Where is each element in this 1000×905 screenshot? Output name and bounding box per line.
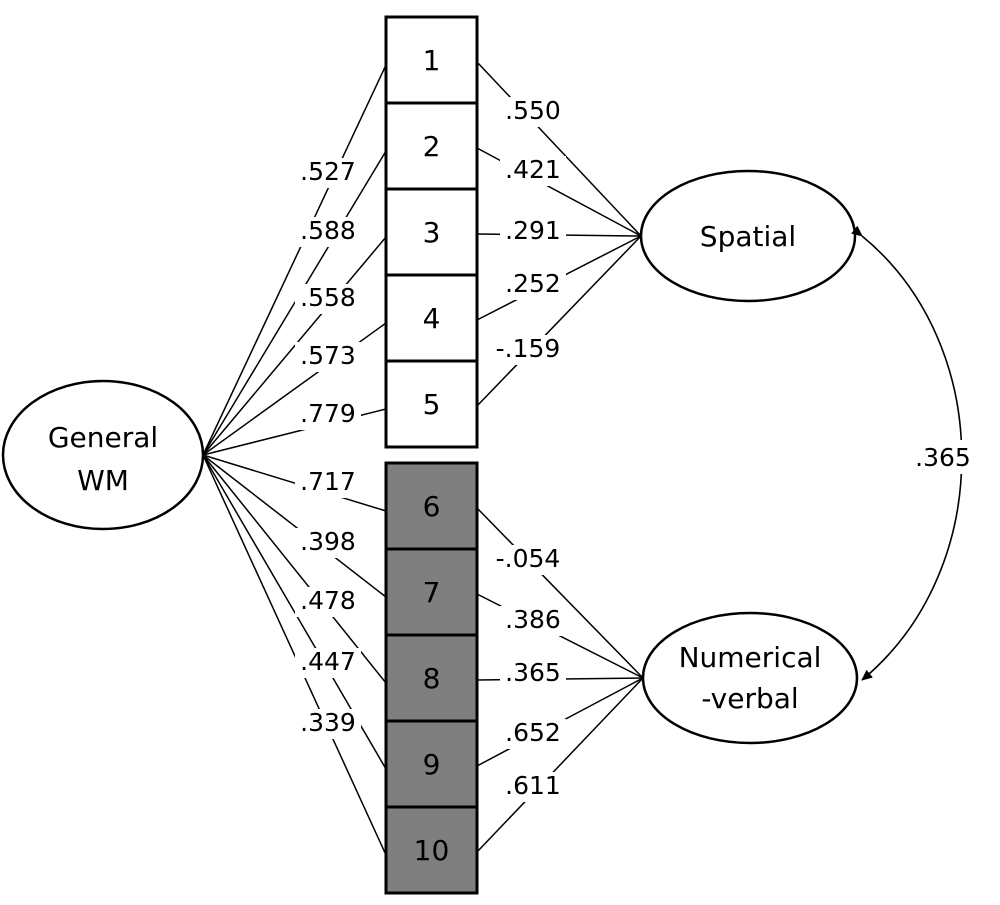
general-loading-bg-4 [295, 342, 361, 372]
general-path-1 [202, 64, 387, 456]
specific-path-1 [476, 61, 642, 237]
general-loading-2: .588 [300, 216, 356, 245]
specific-loading-bg-5 [489, 335, 567, 365]
latent-numerical-verbal: Numerical -verbal [641, 611, 859, 745]
indicator-boxes: 1 2 3 4 5 6 7 8 9 10 [384, 15, 479, 895]
indicator-label-4: 4 [423, 302, 441, 335]
general-path-8 [202, 454, 387, 684]
general-path-2 [202, 150, 387, 456]
latent-general-wm: General WM [1, 379, 205, 531]
general-loading-1: .527 [300, 157, 356, 186]
specific-loading-4: .252 [505, 269, 561, 298]
indicator-box-9 [384, 719, 479, 809]
general-loading-bg-8 [295, 587, 361, 617]
general-loading-7: .398 [300, 527, 356, 556]
spatial-label: Spatial [700, 220, 796, 253]
specific-loading-3: .291 [505, 216, 561, 245]
general-loading-8: .478 [300, 586, 356, 615]
indicator-label-7: 7 [423, 576, 441, 609]
general-loading-bg-1 [295, 158, 361, 188]
general-loading-bg-6 [295, 468, 361, 498]
factor-correlation: .365 [851, 225, 976, 681]
specific-loading-bg-9 [500, 719, 566, 749]
general-loading-9: .447 [300, 647, 356, 676]
general-path-3 [202, 236, 387, 456]
specific-loading-bg-4 [500, 270, 566, 300]
specific-loading-bg-6 [489, 545, 567, 575]
specific-loading-6: -.054 [496, 544, 561, 573]
numerical-verbal-label-line1: Numerical [679, 641, 822, 674]
general-loading-5: .779 [300, 399, 356, 428]
general-loading-10: .339 [300, 708, 356, 737]
specific-path-6 [476, 507, 644, 679]
specific-loading-9: .652 [505, 718, 561, 747]
indicator-label-9: 9 [423, 748, 441, 781]
indicator-label-8: 8 [423, 662, 441, 695]
general-wm-label-line1: General [48, 421, 158, 454]
general-path-6 [202, 454, 387, 512]
specific-loading-bg-2 [500, 156, 566, 186]
indicator-label-10: 10 [414, 834, 450, 867]
specific-loading-2: .421 [505, 155, 561, 184]
specific-loading-1: .550 [505, 96, 561, 125]
specific-loading-bg-3 [500, 217, 566, 247]
indicator-label-6: 6 [423, 490, 441, 523]
general-wm-label-line2: WM [77, 464, 129, 497]
specific-path-5 [476, 235, 642, 407]
indicator-label-1: 1 [423, 44, 441, 77]
specific-loading-bg-7 [500, 606, 566, 636]
general-path-10 [202, 454, 387, 856]
numerical-verbal-label-line2: -verbal [701, 682, 798, 715]
specific-path-10 [476, 677, 644, 853]
general-loading-4: .573 [300, 341, 356, 370]
general-path-7 [202, 454, 387, 598]
indicator-box-2 [384, 101, 479, 191]
general-loading-6: .717 [300, 467, 356, 496]
general-loading-bg-5 [295, 400, 361, 430]
specific-loading-8: .365 [505, 658, 561, 687]
numerical-verbal-ellipse [641, 611, 859, 745]
indicator-label-5: 5 [423, 388, 441, 421]
specific-loading-bg-1 [500, 97, 566, 127]
indicator-box-10 [384, 805, 479, 895]
indicator-box-8 [384, 633, 479, 723]
general-loading-bg-7 [295, 528, 361, 558]
indicator-label-2: 2 [423, 130, 441, 163]
correlation-label-bg [910, 440, 976, 474]
general-wm-ellipse [1, 379, 205, 531]
correlation-label: .365 [915, 443, 971, 472]
general-loading-3: .558 [300, 283, 356, 312]
specific-loading-5: -.159 [496, 334, 561, 363]
specific-loading-bg-10 [500, 772, 566, 802]
general-loading-bg-9 [295, 648, 361, 678]
indicator-label-3: 3 [423, 216, 441, 249]
specific-loading-7: .386 [505, 605, 561, 634]
general-loading-bg-2 [295, 217, 361, 247]
latent-spatial: Spatial [639, 169, 857, 303]
indicator-box-5 [384, 359, 479, 449]
general-loading-bg-3 [295, 284, 361, 314]
indicator-box-4 [384, 273, 479, 363]
indicator-box-3 [384, 187, 479, 277]
general-loading-bg-10 [295, 709, 361, 739]
specific-loading-10: .611 [505, 771, 561, 800]
specific-loading-bg-8 [500, 659, 566, 689]
coefficient-labels: .527 .550 .588 .421 .558 .291 .573 .252 .779 -.15… [295, 96, 567, 802]
indicator-box-7 [384, 547, 479, 637]
